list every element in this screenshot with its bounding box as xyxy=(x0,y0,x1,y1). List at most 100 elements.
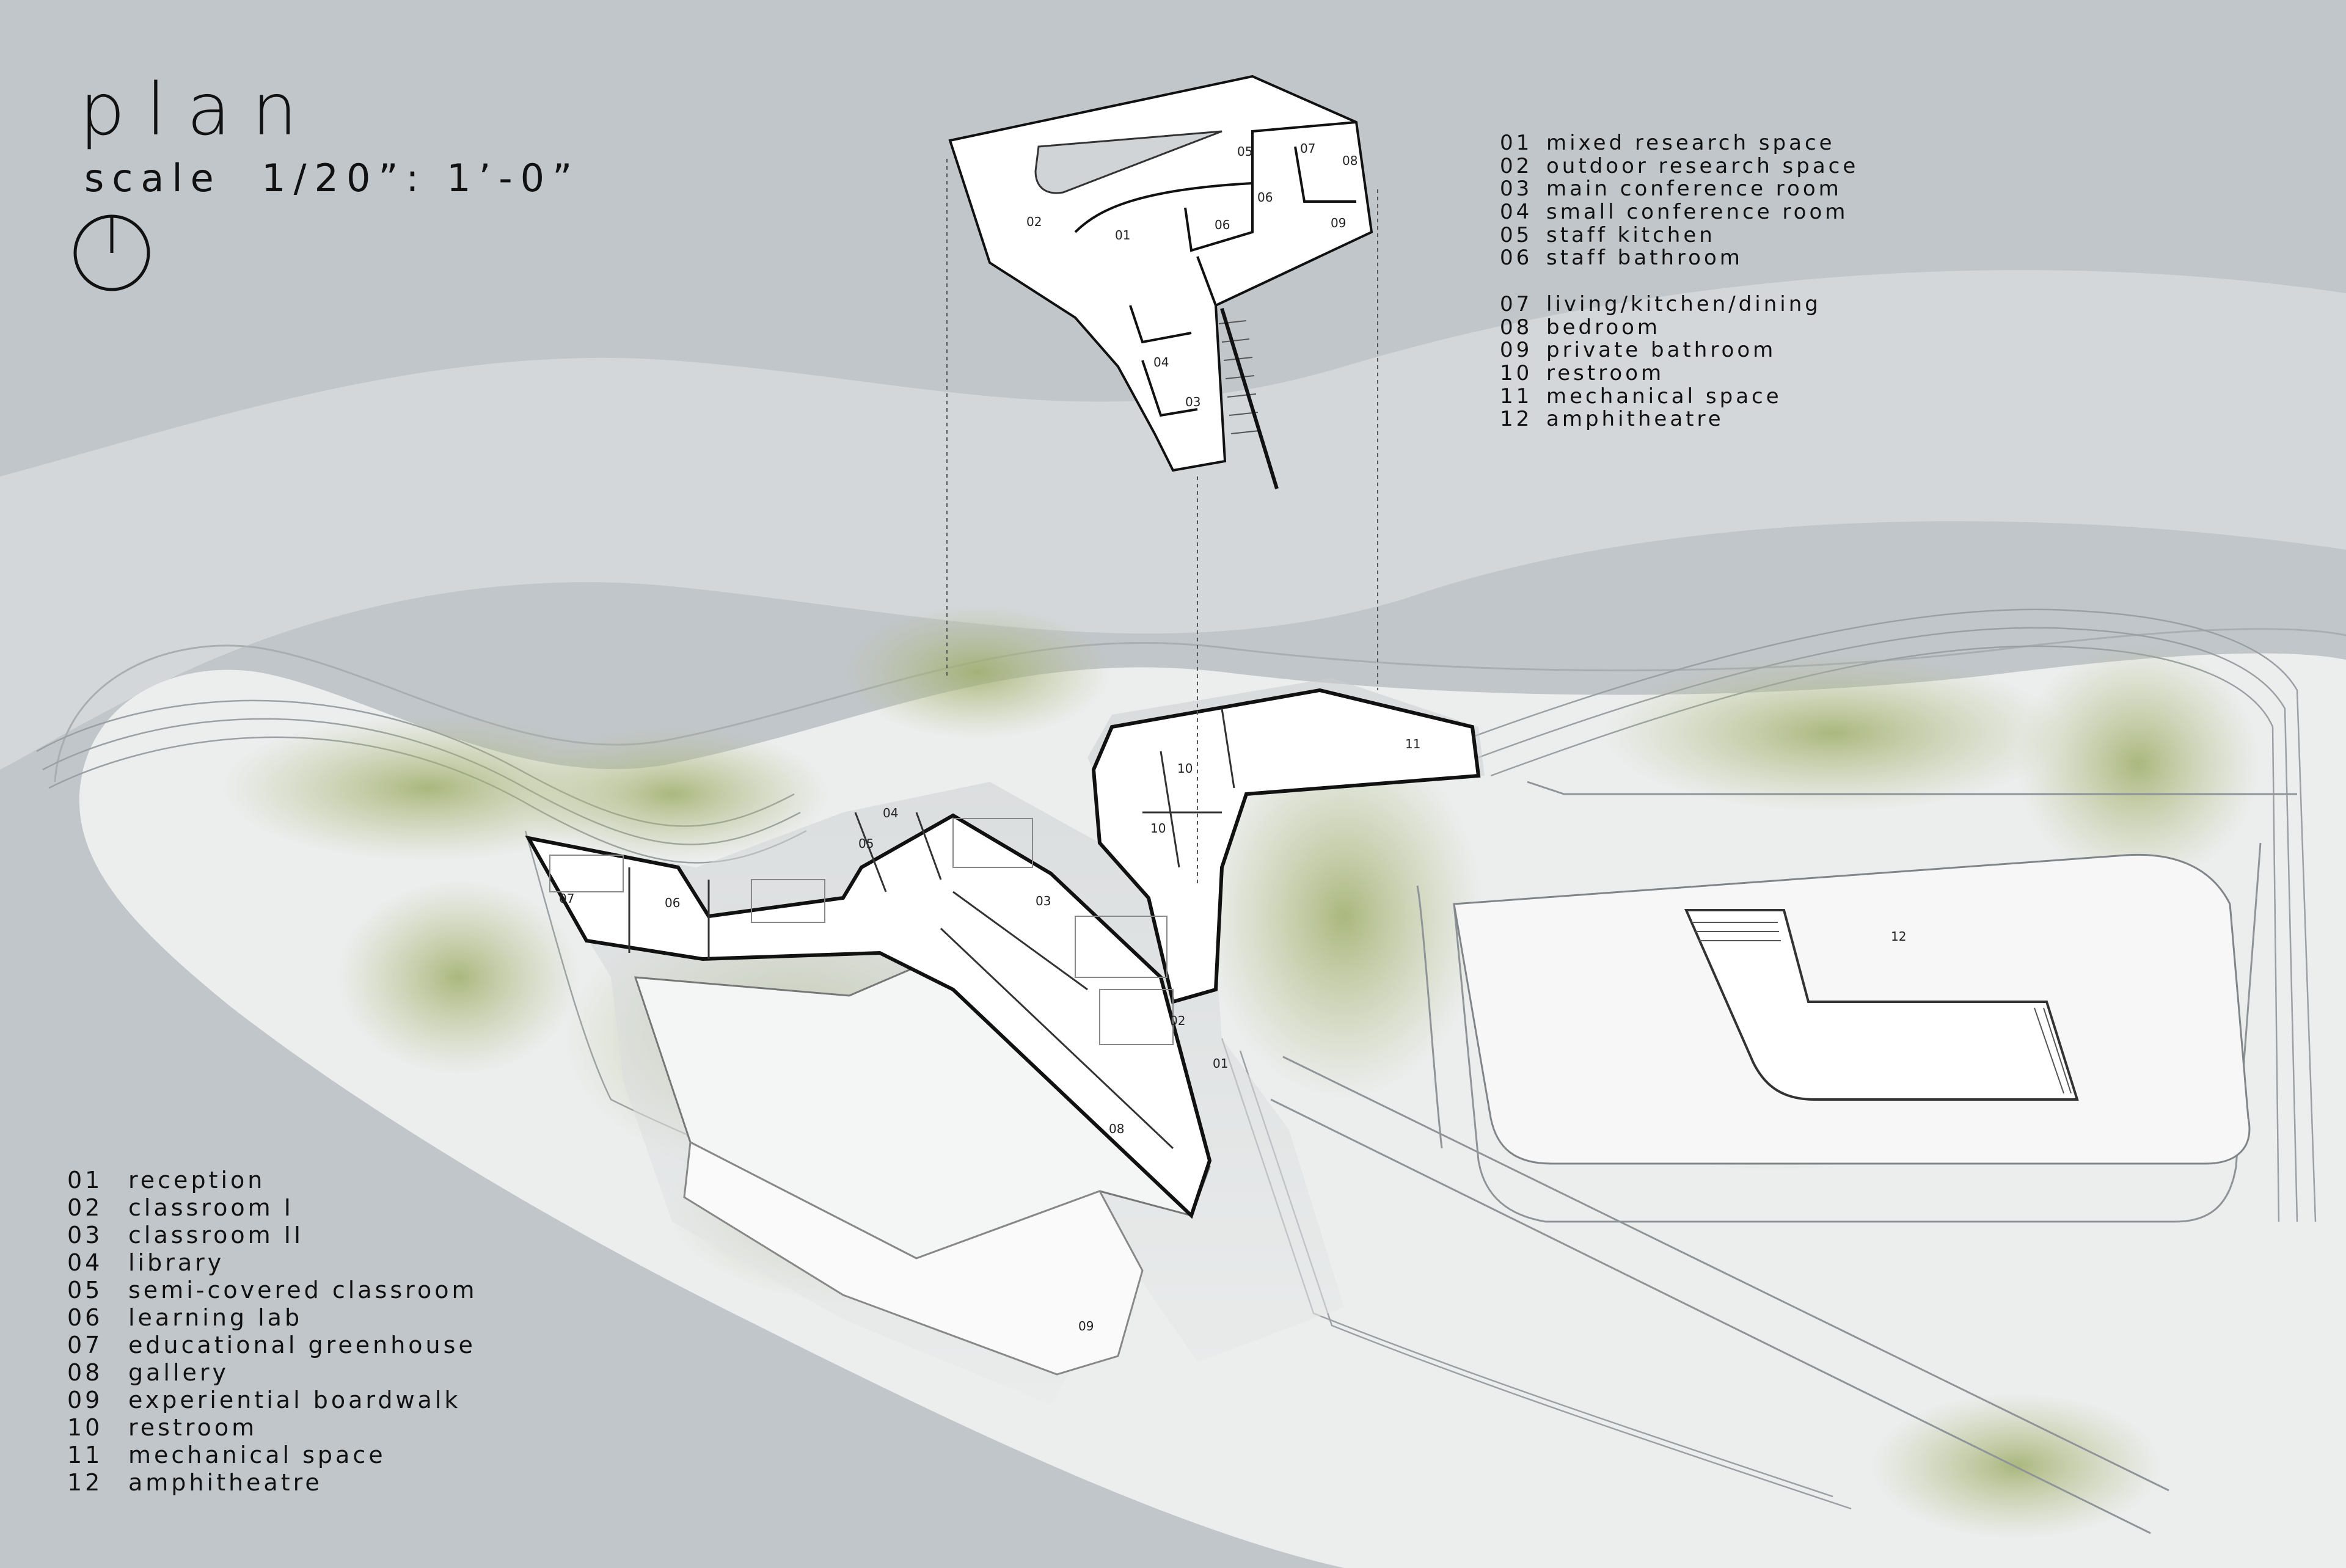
boardwalk xyxy=(683,1140,1144,1376)
legend-number: 03 xyxy=(1500,177,1533,202)
legend-number: 05 xyxy=(1500,222,1533,247)
legend-number: 02 xyxy=(67,1194,103,1221)
legend-item: 10 restroom xyxy=(1500,362,1858,385)
room-label: 03 xyxy=(1036,894,1051,908)
legend-label: mechanical space xyxy=(1546,384,1782,409)
legend-label: classroom I xyxy=(128,1194,294,1221)
room-label: 01 xyxy=(1213,1056,1228,1071)
furniture xyxy=(549,818,1174,1045)
room-label: 10 xyxy=(1150,821,1166,836)
legend-label: classroom II xyxy=(128,1222,304,1249)
room-label: 08 xyxy=(1342,153,1358,168)
upper-rooms xyxy=(1129,131,1356,417)
legend-number: 04 xyxy=(67,1249,103,1276)
legend-label: restroom xyxy=(128,1414,258,1441)
legend-label: amphitheatre xyxy=(128,1469,323,1496)
room-label: 12 xyxy=(1891,929,1906,944)
upper-plan-room-labels: 01 02 03 04 05 06 06 07 08 09 xyxy=(1026,141,1358,409)
legend-number: 10 xyxy=(67,1414,103,1441)
legend-number: 06 xyxy=(67,1304,103,1331)
legend-label: bedroom xyxy=(1546,315,1661,340)
room-label: 07 xyxy=(1300,141,1315,156)
legend-number: 09 xyxy=(1500,338,1533,363)
room-label: 01 xyxy=(1115,228,1130,242)
legend-label: main conference room xyxy=(1546,177,1842,202)
legend-item: 11 mechanical space xyxy=(67,1442,477,1469)
legend-item: 11 mechanical space xyxy=(1500,385,1858,409)
legend-item: 08 gallery xyxy=(67,1359,477,1387)
legend-label: staff bathroom xyxy=(1546,246,1743,271)
legend-number: 02 xyxy=(1500,153,1533,178)
legend-item: 04 library xyxy=(67,1249,477,1277)
legend-item: 06 staff bathroom xyxy=(1500,247,1858,270)
legend-item: 05 staff kitchen xyxy=(1500,224,1858,247)
legend-item: 07 educational greenhouse xyxy=(67,1332,477,1359)
projection-lines xyxy=(946,159,1378,886)
room-label: 03 xyxy=(1185,395,1200,409)
legend-label: restroom xyxy=(1546,360,1665,385)
room-label: 11 xyxy=(1405,737,1420,751)
legend-number: 09 xyxy=(67,1387,103,1413)
legend-label: outdoor research space xyxy=(1546,153,1859,178)
room-label: 10 xyxy=(1177,761,1193,776)
legend-number: 05 xyxy=(67,1277,103,1304)
room-label: 09 xyxy=(1331,216,1346,230)
legend-label: small conference room xyxy=(1546,200,1849,225)
legend-label: gallery xyxy=(128,1359,230,1386)
legend-item: 03 classroom II xyxy=(67,1222,477,1249)
legend-item: 10 restroom xyxy=(67,1414,477,1442)
legend-item: 02 classroom I xyxy=(67,1194,477,1222)
room-label: 06 xyxy=(665,895,680,910)
legend-spacer xyxy=(1500,270,1858,293)
legend-label: experiential boardwalk xyxy=(128,1387,461,1413)
legend-number: 03 xyxy=(67,1222,103,1249)
legend-item: 03 main conference room xyxy=(1500,178,1858,201)
amphitheatre xyxy=(1684,909,2079,1101)
upper-courtyard-void xyxy=(1034,130,1222,194)
legend-label: library xyxy=(128,1249,225,1276)
legend-number: 08 xyxy=(67,1359,103,1386)
legend-label: staff kitchen xyxy=(1546,222,1716,247)
legend-item: 12 amphitheatre xyxy=(67,1469,477,1497)
legend-number: 11 xyxy=(67,1442,103,1468)
room-label: 07 xyxy=(559,891,574,906)
legend-label: mechanical space xyxy=(128,1442,386,1468)
legend-number: 07 xyxy=(1500,291,1533,316)
lower-service-wing xyxy=(1091,688,1481,1004)
room-label: 06 xyxy=(1257,190,1273,205)
room-label: 02 xyxy=(1026,214,1042,229)
legend-label: reception xyxy=(128,1167,266,1194)
legend-number: 10 xyxy=(1500,360,1533,385)
room-label: 09 xyxy=(1078,1319,1094,1333)
drawing-title: plan xyxy=(79,67,318,151)
site-paths xyxy=(1270,781,2297,1534)
river xyxy=(0,270,2346,770)
legend-number: 12 xyxy=(67,1469,103,1496)
room-label: 02 xyxy=(1170,1013,1185,1028)
scale-note: scale 1/20”: 1’-0” xyxy=(84,156,580,200)
legend-label: living/kitchen/dining xyxy=(1546,291,1821,316)
legend-label: educational greenhouse xyxy=(128,1332,476,1358)
legend-label: mixed research space xyxy=(1546,131,1835,155)
legend-number: 07 xyxy=(67,1332,103,1358)
legend-label: semi-covered classroom xyxy=(128,1277,478,1304)
upper-inner-wall xyxy=(1074,121,1357,233)
legend-number: 11 xyxy=(1500,384,1533,409)
legend-item: 09 private bathroom xyxy=(1500,338,1858,363)
room-label: 05 xyxy=(1237,144,1252,159)
legend-label: amphitheatre xyxy=(1546,407,1724,432)
legend-item: 07 living/kitchen/dining xyxy=(1500,293,1858,316)
legend-number: 06 xyxy=(1500,246,1533,271)
north-arrow-icon xyxy=(73,214,150,291)
legend-label: private bathroom xyxy=(1546,338,1777,363)
legend-item: 05 semi-covered classroom xyxy=(67,1277,477,1304)
interior-walls xyxy=(628,708,1235,1150)
